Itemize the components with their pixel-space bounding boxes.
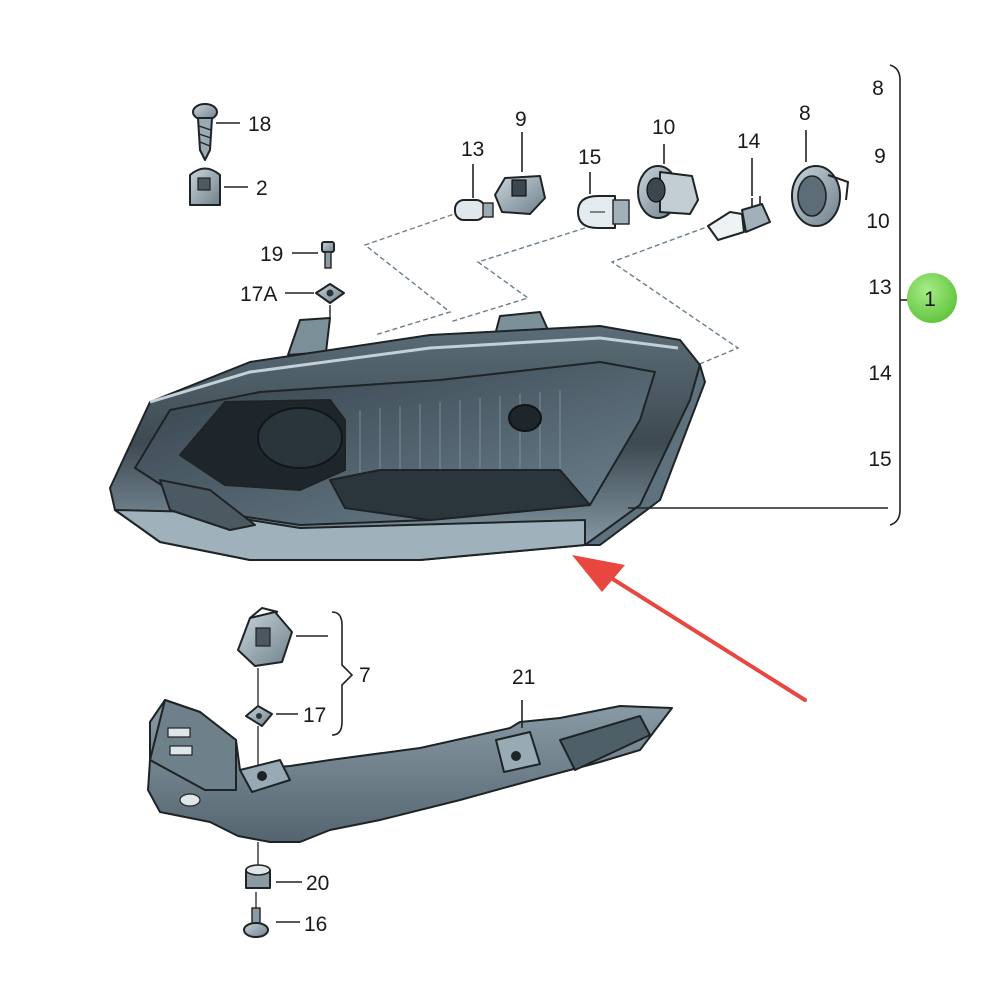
cap-ring-8 [791,130,849,227]
label-7: 7 [359,664,371,687]
mounting-bracket-21 [147,699,673,843]
clip-7 [237,607,328,667]
label-10: 10 [652,116,675,139]
screw-16 [243,892,300,938]
list-item-10: 10 [866,210,889,233]
label-9: 9 [515,108,527,131]
list-item-15: 15 [868,448,891,471]
label-19: 19 [260,243,283,266]
badge-number: 1 [924,288,936,311]
bulb-holder-10 [637,144,699,219]
label-21: 21 [512,666,535,689]
label-15: 15 [578,146,601,169]
list-item-13: 13 [868,276,891,299]
nut-17 [245,668,298,770]
halogen-bulb-14 [707,158,771,241]
label-14: 14 [737,130,761,153]
group-7-brace [331,611,354,736]
bulb-15 [577,172,630,229]
label-17A: 17A [240,283,277,306]
label-18: 18 [248,113,271,136]
callout-labels: 18 2 19 17A 13 9 15 10 14 8 7 17 21 20 1… [240,102,811,936]
label-16: 16 [304,913,327,936]
label-17: 17 [303,704,326,727]
socket-9 [494,132,546,215]
nut-17A [285,283,345,318]
clip-2 [189,167,248,206]
label-2: 2 [256,177,268,200]
red-pointer-arrow [572,555,807,702]
list-item-8: 8 [872,77,884,100]
label-13: 13 [461,138,484,161]
screw-18 [192,103,240,161]
bracket-list-numbers: 8 9 10 13 14 15 [866,77,892,471]
list-item-9: 9 [874,145,886,168]
headlight-housing [109,311,706,561]
list-item-14: 14 [868,362,892,385]
label-20: 20 [306,872,329,895]
screw-19 [292,241,335,269]
bulb-13 [454,164,494,221]
bolt-20 [245,842,302,889]
item-badge-1: 1 [907,273,957,323]
part-list-bracket [889,64,910,526]
dashed-assembly-lines [363,211,740,369]
label-8: 8 [799,102,811,125]
